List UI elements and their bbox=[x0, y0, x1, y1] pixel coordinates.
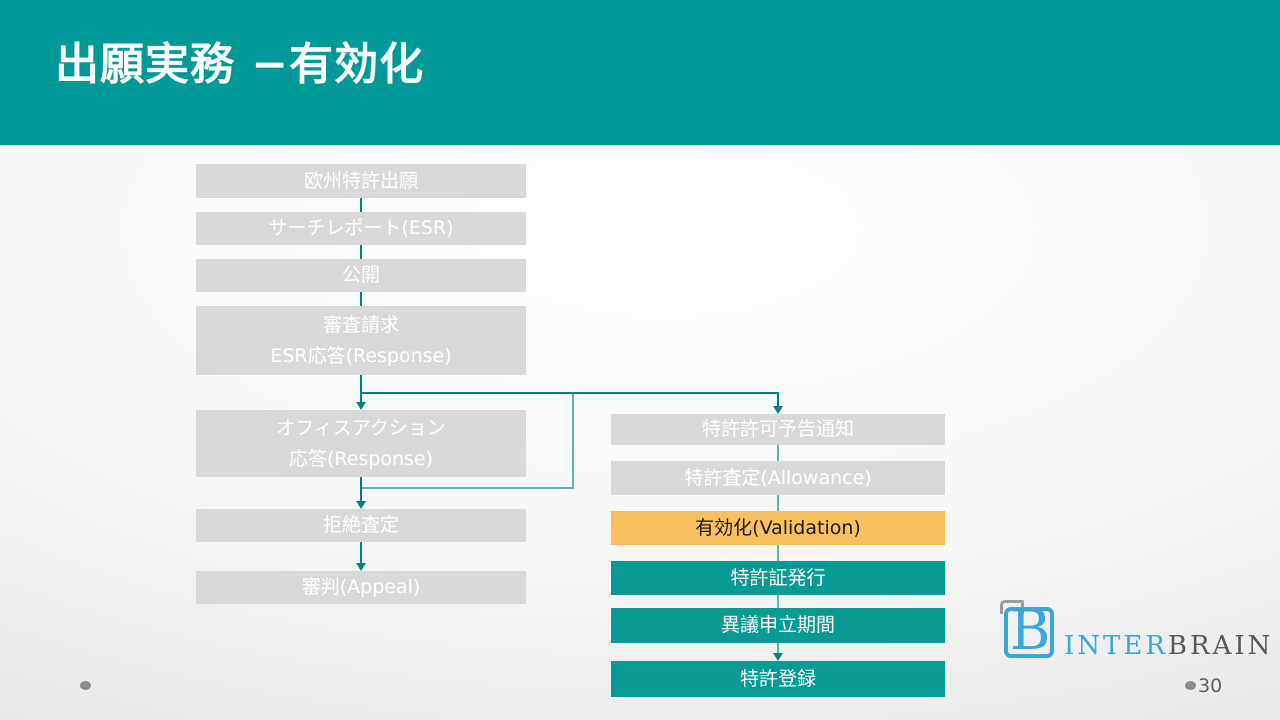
flow-box-examination-request: 審査請求 ESR応答(Response) bbox=[196, 306, 526, 375]
flow-box-label: 応答(Response) bbox=[288, 447, 434, 470]
flow-box-appeal: 審判(Appeal) bbox=[196, 571, 526, 604]
connector-line bbox=[360, 198, 362, 212]
flow-box-rejection-decision: 拒絶査定 bbox=[196, 509, 526, 542]
flow-box-search-report-esr: サーチレポート(ESR) bbox=[196, 212, 526, 245]
feedback-loop-line bbox=[362, 487, 574, 489]
flow-box-patent-certificate-issuance: 特許証発行 bbox=[611, 561, 945, 595]
connector-branch-line bbox=[361, 392, 779, 394]
flow-box-label: 公開 bbox=[341, 264, 380, 286]
flow-box-european-patent-application: 欧州特許出願 bbox=[196, 164, 526, 198]
flow-box-label: 有効化(Validation) bbox=[695, 516, 861, 539]
page-number-bullet bbox=[1185, 681, 1196, 690]
logo-b-mark: B bbox=[1010, 598, 1051, 662]
flow-box-label: 特許査定(Allowance) bbox=[684, 466, 872, 489]
logo-word-brain: BRAIN bbox=[1167, 631, 1274, 661]
connector-line bbox=[360, 292, 362, 306]
connector-line bbox=[777, 643, 779, 654]
flow-box-label: ESR応答(Response) bbox=[270, 344, 452, 367]
flow-arrowhead bbox=[773, 653, 783, 661]
flow-box-notice-of-allowance: 特許許可予告通知 bbox=[611, 414, 945, 445]
logo-wordmark: INTERBRAIN bbox=[1064, 631, 1273, 661]
flow-box-patent-registration: 特許登録 bbox=[611, 661, 945, 697]
header-band: 出願実務 −有効化 bbox=[0, 0, 1280, 145]
flow-arrowhead bbox=[356, 402, 366, 410]
flow-box-label: 審査請求 bbox=[322, 313, 399, 336]
flow-arrowhead bbox=[356, 563, 366, 571]
connector-line bbox=[360, 245, 362, 259]
connector-line bbox=[777, 495, 779, 511]
flow-box-label: 審判(Appeal) bbox=[301, 576, 421, 598]
connector-line bbox=[777, 445, 779, 461]
page-number: 30 bbox=[1198, 675, 1223, 697]
flow-box-label: 特許許可予告通知 bbox=[701, 418, 854, 440]
flow-box-label: 特許登録 bbox=[739, 667, 816, 690]
flow-box-opposition-period: 異議申立期間 bbox=[611, 608, 945, 643]
flow-box-label: オフィスアクション bbox=[276, 416, 446, 439]
logo-word-inter: INTER bbox=[1064, 631, 1168, 661]
flow-box-office-action: オフィスアクション 応答(Response) bbox=[196, 410, 526, 477]
flow-arrowhead bbox=[773, 406, 783, 414]
footer-bullet bbox=[80, 681, 91, 690]
flow-box-label: 特許証発行 bbox=[730, 566, 826, 589]
connector-line bbox=[777, 392, 779, 406]
interbrain-logo: B INTERBRAIN bbox=[1000, 598, 1270, 662]
connector-line bbox=[777, 595, 779, 608]
flow-box-label: 異議申立期間 bbox=[720, 614, 835, 636]
connector-line bbox=[777, 545, 779, 561]
header-highlight-strip bbox=[0, 145, 1280, 152]
connector-line bbox=[360, 477, 362, 501]
feedback-loop-line bbox=[572, 394, 574, 488]
slide-title: 出願実務 −有効化 bbox=[55, 39, 425, 90]
connector-line bbox=[360, 375, 362, 402]
flow-box-label: サーチレポート(ESR) bbox=[268, 217, 454, 239]
flow-box-allowance-decision: 特許査定(Allowance) bbox=[611, 461, 945, 495]
logo-frame-shape bbox=[1004, 607, 1054, 658]
flow-arrowhead bbox=[356, 501, 366, 509]
connector-line bbox=[360, 542, 362, 563]
flow-box-validation-highlighted: 有効化(Validation) bbox=[611, 511, 945, 545]
flow-box-label: 拒絶査定 bbox=[322, 514, 399, 536]
flow-box-label: 欧州特許出願 bbox=[303, 169, 418, 192]
flow-box-publication: 公開 bbox=[196, 259, 526, 292]
